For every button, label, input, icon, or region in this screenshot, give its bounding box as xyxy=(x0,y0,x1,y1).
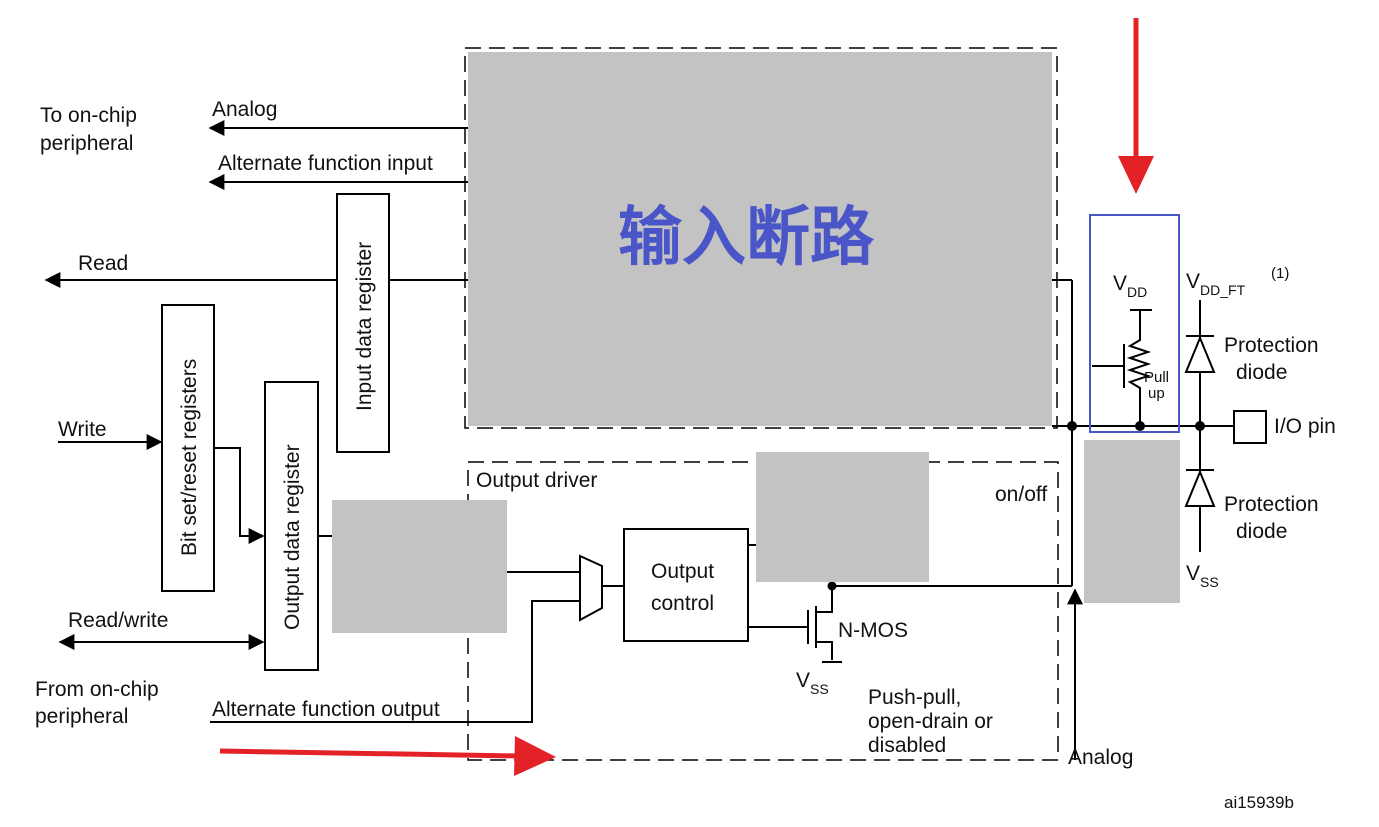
output-control-block xyxy=(623,528,749,642)
to-on-chip-label-1: To on-chip xyxy=(40,104,137,127)
push-pull-label-2: open-drain or xyxy=(868,710,993,733)
input-driver-mask xyxy=(468,52,1052,426)
output-data-register-label: Output data register xyxy=(281,444,304,630)
analog-label-top: Analog xyxy=(212,98,277,121)
af-output-wire xyxy=(210,600,580,723)
protection-diode-top-label-1: Protection xyxy=(1224,334,1319,357)
pmos-mask xyxy=(756,452,929,582)
bsrr-to-odr-wire xyxy=(214,447,265,544)
pad-mask xyxy=(1084,440,1180,603)
pull-up-label-1: Pull xyxy=(1144,369,1169,386)
output-driver-label: Output driver xyxy=(476,469,597,492)
input-driver-boundary xyxy=(464,47,1058,429)
output-mask-left xyxy=(332,500,507,633)
vdd-ft-label: VDD_FT xyxy=(1186,270,1246,298)
vdd-ft-note: (1) xyxy=(1271,265,1289,282)
protection-diode-top xyxy=(1184,300,1216,426)
vss-label: VSS xyxy=(796,669,829,697)
vss-right-label: VSS xyxy=(1186,562,1219,590)
read-write-label: Read/write xyxy=(68,609,168,632)
output-control-label-2: control xyxy=(651,592,714,615)
node-dot xyxy=(1067,421,1077,431)
output-mux xyxy=(579,554,603,622)
on-off-label: on/off xyxy=(995,483,1047,506)
io-pin-label: I/O pin xyxy=(1274,415,1336,438)
protection-diode-top-label-2: diode xyxy=(1236,361,1287,384)
write-label: Write xyxy=(58,418,107,441)
pull-up-resistor xyxy=(1092,309,1152,426)
nmos-label: N-MOS xyxy=(838,619,908,642)
output-control-label-1: Output xyxy=(651,560,714,583)
to-on-chip-label-2: peripheral xyxy=(40,132,133,155)
red-arrow-right xyxy=(219,736,556,776)
from-on-chip-label-1: From on-chip xyxy=(35,678,159,701)
io-pin-pad xyxy=(1233,410,1267,444)
protection-diode-bottom-label-1: Protection xyxy=(1224,493,1319,516)
push-pull-label-1: Push-pull, xyxy=(868,686,961,709)
vdd-label: VDD xyxy=(1113,272,1147,300)
pull-up-label-2: up xyxy=(1148,385,1165,402)
input-data-register xyxy=(336,193,390,453)
output-data-register xyxy=(264,381,319,671)
bsrr-label: Bit set/reset registers xyxy=(178,359,201,556)
af-output-label: Alternate function output xyxy=(212,698,440,721)
input-disconnect-overlay: 输入断路 xyxy=(618,201,875,275)
af-input-label: Alternate function input xyxy=(218,152,433,175)
protection-diode-bottom xyxy=(1184,426,1216,552)
nmos-transistor xyxy=(807,581,842,663)
figure-id: ai15939b xyxy=(1224,793,1294,812)
read-label: Read xyxy=(78,252,128,275)
red-arrow-down xyxy=(1118,18,1154,194)
pull-up-highlight xyxy=(1089,214,1180,433)
from-on-chip-label-2: peripheral xyxy=(35,705,128,728)
bit-set-reset-registers xyxy=(161,304,215,592)
input-data-register-label: Input data register xyxy=(353,242,376,411)
push-pull-label-3: disabled xyxy=(868,734,946,757)
protection-diode-bottom-label-2: diode xyxy=(1236,520,1287,543)
analog-label-bottom: Analog xyxy=(1068,746,1133,769)
